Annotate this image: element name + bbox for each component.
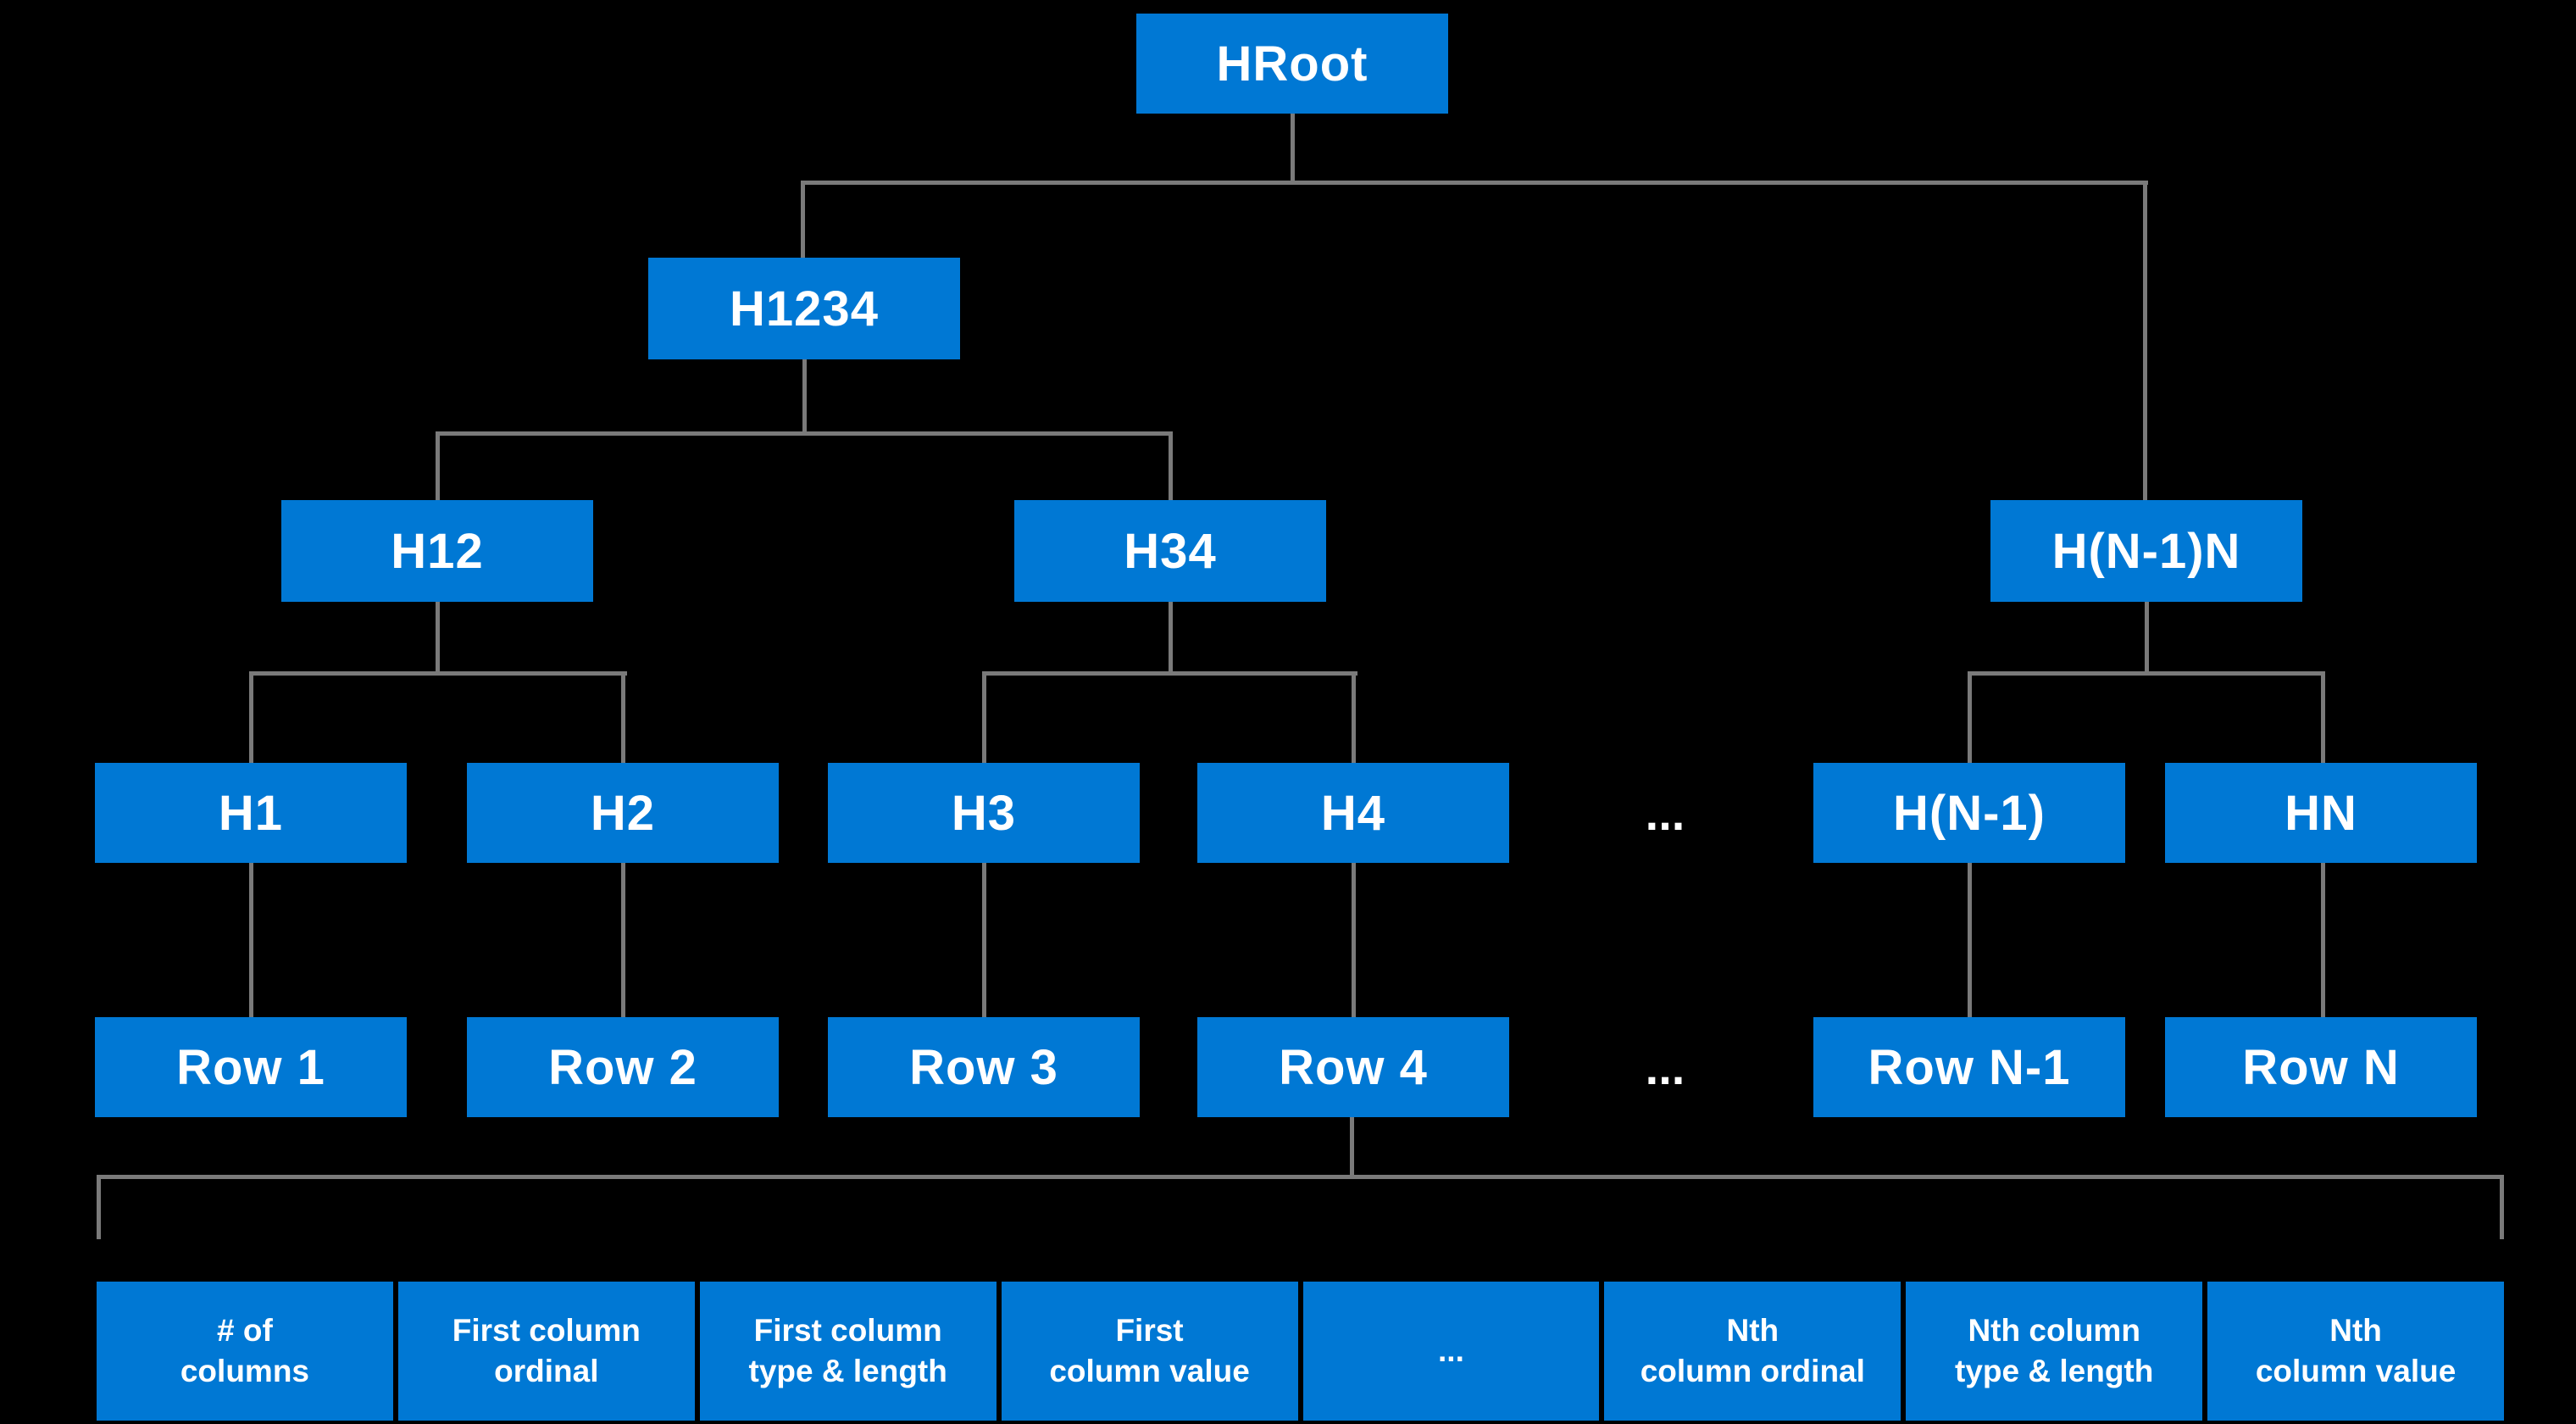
record-cell-num-columns: # of columns <box>97 1282 393 1421</box>
connector-h2-row2 <box>621 863 625 1017</box>
connector-record-bracket-rail <box>97 1175 2504 1179</box>
connector-h2-up <box>621 671 625 763</box>
connector-rail-h34-children <box>982 671 1357 676</box>
connector-row4-down <box>1350 1117 1354 1176</box>
node-row1: Row 1 <box>95 1017 407 1117</box>
record-cell-first-value: First column value <box>1001 1282 1298 1421</box>
record-cell-nth-ordinal: Nth column ordinal <box>1604 1282 1901 1421</box>
node-h3: H3 <box>828 763 1140 863</box>
connector-hn1-rown1 <box>1968 863 1972 1017</box>
record-cell-first-type-length: First column type & length <box>699 1282 997 1421</box>
connector-rail-hn1n-children <box>1968 671 2325 676</box>
record-cell-first-ordinal: First column ordinal <box>397 1282 695 1421</box>
node-h1234: H1234 <box>648 258 960 359</box>
node-hn: HN <box>2165 763 2477 863</box>
node-row3: Row 3 <box>828 1017 1140 1117</box>
connector-h34-down <box>1169 602 1173 675</box>
record-cell-nth-value: Nth column value <box>2207 1282 2504 1421</box>
connector-h3-row3 <box>982 863 986 1017</box>
record-cell-nth-type-length: Nth column type & length <box>1906 1282 2203 1421</box>
node-h4: H4 <box>1197 763 1509 863</box>
connector-hn-rown <box>2321 863 2325 1017</box>
node-hn1n: H(N-1)N <box>1990 500 2302 602</box>
node-h34: H34 <box>1014 500 1326 602</box>
connector-rail-hroot-children <box>801 181 2148 185</box>
connector-h12-down <box>436 602 440 675</box>
connector-rail-h1234-children <box>436 431 1172 436</box>
node-h12: H12 <box>281 500 593 602</box>
node-rown: Row N <box>2165 1017 2477 1117</box>
row-level-ellipsis: ... <box>1645 1040 1685 1094</box>
connector-h34-up <box>1169 431 1173 500</box>
record-cell-ellipsis: ... <box>1302 1282 1600 1421</box>
connector-hroot-down <box>1291 114 1295 185</box>
node-hn1: H(N-1) <box>1813 763 2125 863</box>
connector-h3-up <box>982 671 986 763</box>
node-row4: Row 4 <box>1197 1017 1509 1117</box>
connector-h1-row1 <box>249 863 253 1017</box>
connector-hn1-up <box>1968 671 1972 763</box>
connector-record-bracket-left <box>97 1175 101 1239</box>
hash-level-ellipsis: ... <box>1645 786 1685 840</box>
connector-h4-up <box>1352 671 1356 763</box>
connector-h1234-up <box>801 181 805 258</box>
connector-h12-up <box>436 431 440 500</box>
record-structure-row: # of columns First column ordinal First … <box>97 1282 2504 1421</box>
connector-h1-up <box>249 671 253 763</box>
connector-rail-h12-children <box>249 671 627 676</box>
node-h1: H1 <box>95 763 407 863</box>
node-hroot: HRoot <box>1136 14 1448 114</box>
node-h2: H2 <box>467 763 779 863</box>
connector-record-bracket-right <box>2500 1175 2504 1239</box>
connector-hn1n-up-long <box>2143 181 2147 500</box>
node-rown1: Row N-1 <box>1813 1017 2125 1117</box>
node-row2: Row 2 <box>467 1017 779 1117</box>
connector-hn1n-down <box>2145 602 2149 675</box>
connector-h4-row4 <box>1352 863 1356 1017</box>
connector-h1234-down <box>802 359 807 436</box>
connector-hn-up <box>2321 671 2325 763</box>
